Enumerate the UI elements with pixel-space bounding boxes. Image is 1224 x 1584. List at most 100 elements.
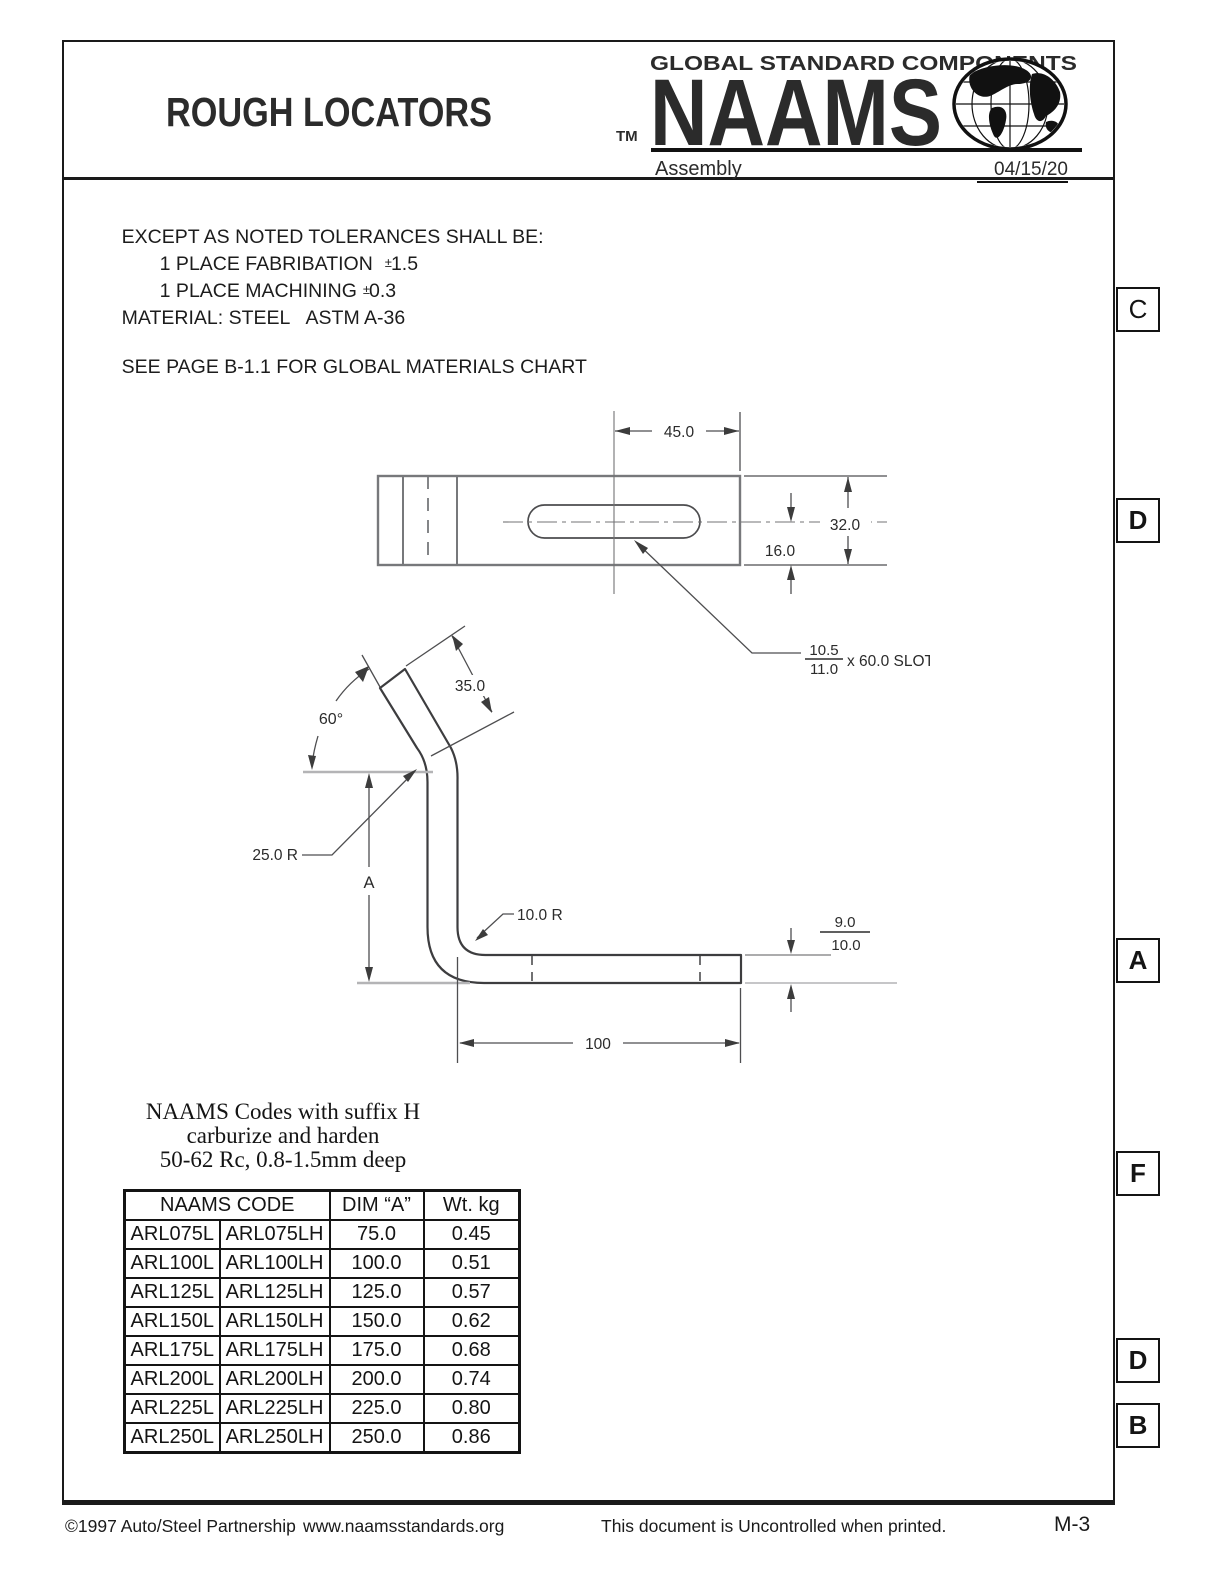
side-view-drawing: 60° 35.0 25.0 R A 10.0 R 9.0 10 <box>252 625 897 1063</box>
page-number: M-3 <box>1054 1513 1091 1536</box>
uncontrolled-notice: This document is Uncontrolled when print… <box>601 1516 947 1536</box>
zone-letter-label: C <box>1128 294 1148 324</box>
zone-letter-label: D <box>1128 1345 1148 1375</box>
code-lh: ARL250LH <box>218 1422 331 1454</box>
dim-a-value: 175.0 <box>328 1335 425 1366</box>
hardening-note: NAAMS Codes with suffix H carburize and … <box>118 1100 448 1172</box>
label-mask <box>820 508 871 536</box>
code-l: ARL100L <box>123 1248 221 1279</box>
brand-underline <box>651 148 1082 152</box>
zone-letter-d2: D <box>1116 1338 1160 1383</box>
see-page-note: SEE PAGE B-1.1 FOR GLOBAL MATERIALS CHAR… <box>100 333 587 379</box>
dim-a-value: 225.0 <box>328 1393 425 1424</box>
website-text: www.naamsstandards.org <box>303 1516 505 1536</box>
code-lh: ARL225LH <box>218 1393 331 1424</box>
header-divider <box>62 177 1115 180</box>
arrowhead <box>724 427 739 435</box>
col-header-dim-a: DIM “A” <box>328 1189 425 1221</box>
dim-a-value: 125.0 <box>328 1277 425 1308</box>
slot-callout: 10.5 11.0 x 60.0 SLOT <box>805 642 930 678</box>
thickness-lower: 10.0 <box>831 937 860 954</box>
code-l: ARL150L <box>123 1306 221 1337</box>
zone-letter-label: A <box>1128 945 1148 975</box>
machining-tolerance: 1 PLACE MACHINING±0.3 <box>138 257 396 303</box>
arrowhead <box>355 666 369 682</box>
arrowhead <box>634 540 648 554</box>
weight-value: 0.45 <box>422 1219 521 1250</box>
arrowhead <box>475 929 488 941</box>
dim-a-value: 100.0 <box>328 1248 425 1279</box>
thickness-upper: 9.0 <box>835 914 856 931</box>
code-lh: ARL100LH <box>218 1248 331 1279</box>
page-title: ROUGH LOCATORS <box>166 89 492 135</box>
code-l: ARL200L <box>123 1364 221 1395</box>
arrowhead <box>365 967 373 982</box>
arrowhead <box>787 984 795 999</box>
bend-angle-label: 60° <box>319 711 343 728</box>
arrowhead <box>481 697 492 713</box>
code-lh: ARL200LH <box>218 1364 331 1395</box>
arrowhead <box>615 427 630 435</box>
dim-a-value: 150.0 <box>328 1306 425 1337</box>
code-l: ARL175L <box>123 1335 221 1366</box>
tolerance-note-line: EXCEPT AS NOTED TOLERANCES SHALL BE: <box>100 203 544 249</box>
weight-value: 0.74 <box>422 1364 521 1395</box>
weight-value: 0.68 <box>422 1335 521 1366</box>
flange-length-label: 35.0 <box>455 678 486 695</box>
bend-radius-label: 25.0 R <box>252 847 298 864</box>
dim-a-value: 200.0 <box>328 1364 425 1395</box>
zone-letter-label: B <box>1128 1410 1148 1440</box>
angle-extension-line <box>361 654 381 688</box>
dim-a-label: A <box>363 874 374 892</box>
top-view-drawing: 45.0 32.0 16.0 10.5 11.0 x 60.0 SLOT <box>376 411 930 678</box>
zone-letter-f: F <box>1116 1151 1160 1196</box>
corner-radius-leader <box>476 913 514 939</box>
slot-tol-upper: 10.5 <box>809 642 838 659</box>
weight-value: 0.86 <box>422 1422 521 1454</box>
material-note: MATERIAL: STEEL ASTM A-36 <box>100 284 406 330</box>
dim-a-value: 75.0 <box>328 1219 425 1250</box>
dim-100 <box>456 957 742 1063</box>
tolerance-heading: EXCEPT AS NOTED TOLERANCES SHALL BE: <box>121 226 544 248</box>
dim-32-label: 32.0 <box>830 517 861 534</box>
base-length-label: 100 <box>585 1036 611 1053</box>
zone-letter-b: B <box>1116 1403 1160 1448</box>
zone-letter-label: F <box>1130 1158 1146 1188</box>
dim-16-label: 16.0 <box>765 543 796 560</box>
weight-value: 0.62 <box>422 1306 521 1337</box>
machining-value: 0.3 <box>369 280 397 302</box>
arrowhead <box>308 755 316 770</box>
col-header-weight: Wt. kg <box>422 1189 521 1221</box>
arrowhead <box>844 549 852 564</box>
code-l: ARL250L <box>123 1422 221 1454</box>
globe-icon <box>952 57 1068 151</box>
code-l: ARL225L <box>123 1393 221 1424</box>
hardening-note-line1: NAAMS Codes with suffix H <box>145 1099 421 1124</box>
dim-45-label: 45.0 <box>664 424 695 441</box>
arrowhead <box>403 769 417 782</box>
thickness-callout: 9.0 10.0 <box>820 914 870 954</box>
slot-tol-lower: 11.0 <box>810 661 838 678</box>
code-lh: ARL150LH <box>218 1306 331 1337</box>
code-lh: ARL175LH <box>218 1335 331 1366</box>
zone-letter-a: A <box>1116 938 1160 983</box>
label-mask <box>446 675 494 696</box>
plate-edge-lines <box>402 476 458 565</box>
arrowhead <box>365 773 373 788</box>
zone-letter-d: D <box>1116 498 1160 543</box>
weight-value: 0.51 <box>422 1248 521 1279</box>
corner-radius-label: 10.0 R <box>517 907 563 924</box>
plus-minus-sign: ± <box>362 282 370 297</box>
weight-value: 0.57 <box>422 1277 521 1308</box>
arrowhead <box>844 477 852 492</box>
fabrication-tolerance: 1 PLACE FABRIBATION±1.5 <box>138 230 418 276</box>
hardening-note-line2: carburize and harden <box>186 1123 380 1148</box>
bend-tangent-ticks <box>531 956 701 982</box>
col-header-naams-code: NAAMS CODE <box>123 1189 331 1221</box>
